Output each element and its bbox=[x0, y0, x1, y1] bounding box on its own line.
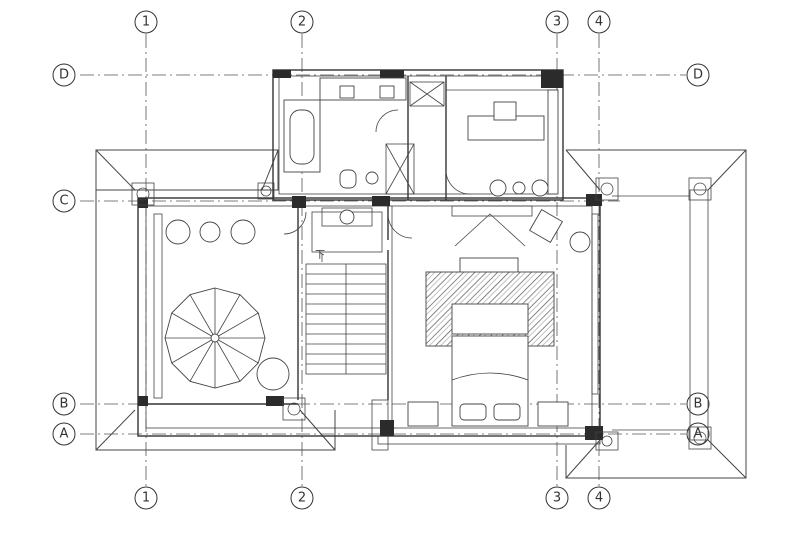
column bbox=[292, 196, 306, 208]
master-bedroom bbox=[407, 205, 599, 427]
axis-bubble-3-top: 3 bbox=[545, 10, 569, 34]
column-pads bbox=[131, 177, 712, 451]
axis-label-3-top: 3 bbox=[553, 15, 561, 30]
toilet bbox=[339, 169, 357, 189]
stair-door-swing bbox=[283, 211, 307, 235]
column bbox=[380, 70, 404, 78]
axis-label-4-bottom: 4 bbox=[595, 491, 603, 506]
stair-direction-label: 下 bbox=[315, 250, 325, 261]
axis-bubbles: 1 2 3 4 1 2 3 4 D C B A D B A bbox=[52, 10, 710, 510]
pillow bbox=[459, 403, 487, 421]
axis-bubble-d-right: D bbox=[686, 63, 710, 87]
nightstand bbox=[407, 401, 439, 427]
column bbox=[266, 396, 284, 406]
axis-label-d-right: D bbox=[693, 68, 703, 83]
side-table bbox=[569, 231, 591, 253]
nightstand bbox=[537, 401, 569, 427]
column bbox=[586, 194, 602, 206]
patio-umbrella bbox=[164, 287, 266, 389]
staircase: 下 bbox=[283, 211, 413, 375]
bathroom bbox=[283, 77, 415, 195]
axis-label-b-left: B bbox=[60, 397, 69, 412]
armchair bbox=[528, 208, 564, 244]
sofa bbox=[451, 303, 529, 335]
terrace-chair bbox=[230, 219, 256, 245]
column bbox=[372, 196, 390, 206]
umbrella-rib bbox=[214, 294, 241, 339]
column bbox=[585, 426, 603, 440]
umbrella-rib bbox=[171, 312, 216, 339]
side-cabinet bbox=[547, 89, 559, 195]
umbrella-rib bbox=[189, 294, 216, 339]
right-roof bbox=[565, 149, 747, 479]
umbrella-rib bbox=[214, 337, 241, 382]
axis-label-3-bottom: 3 bbox=[553, 491, 561, 506]
column bbox=[541, 70, 563, 88]
axis-label-a-left: A bbox=[60, 427, 69, 442]
grid-axes bbox=[80, 34, 686, 486]
floor-drain bbox=[365, 171, 379, 185]
axis-bubble-1-bottom: 1 bbox=[134, 486, 158, 510]
axis-label-d-left: D bbox=[59, 68, 69, 83]
study bbox=[467, 89, 559, 197]
terrace-chair bbox=[165, 219, 191, 245]
left-roof bbox=[95, 149, 336, 451]
pillow bbox=[493, 403, 521, 421]
columns bbox=[138, 70, 603, 440]
axis-bubble-2-top: 2 bbox=[290, 10, 314, 34]
corridor-planter bbox=[321, 207, 373, 227]
column bbox=[138, 198, 148, 208]
lounge-chair bbox=[489, 179, 507, 197]
axis-label-a-right: A bbox=[694, 427, 703, 442]
axis-label-4-top: 4 bbox=[595, 15, 603, 30]
axis-bubble-b-right: B bbox=[686, 392, 710, 416]
axis-label-2-top: 2 bbox=[298, 15, 306, 30]
axis-label-1-top: 1 bbox=[142, 15, 150, 30]
column bbox=[138, 396, 148, 406]
axis-label-2-bottom: 2 bbox=[298, 491, 306, 506]
column bbox=[273, 70, 291, 78]
axis-bubble-2-bottom: 2 bbox=[290, 486, 314, 510]
axis-label-c-left: C bbox=[59, 194, 68, 209]
axis-bubble-1-top: 1 bbox=[134, 10, 158, 34]
axis-bubble-3-bottom: 3 bbox=[545, 486, 569, 510]
axis-bubble-4-top: 4 bbox=[587, 10, 611, 34]
axis-bubble-4-bottom: 4 bbox=[587, 486, 611, 510]
axis-bubble-b-left: B bbox=[52, 392, 76, 416]
axis-bubble-d-left: D bbox=[52, 63, 76, 87]
axis-label-1-bottom: 1 bbox=[142, 491, 150, 506]
axis-bubble-a-right: A bbox=[686, 422, 710, 446]
bedroom-door-swing bbox=[387, 213, 413, 239]
umbrella-rib bbox=[189, 337, 216, 382]
umbrella-rib bbox=[171, 337, 216, 364]
column bbox=[380, 420, 394, 436]
bathroom-door-swing bbox=[375, 109, 399, 133]
desk-chair bbox=[493, 101, 517, 121]
shower-enclosure bbox=[385, 143, 415, 195]
side-table bbox=[512, 181, 526, 195]
umbrella-rib bbox=[214, 337, 259, 364]
desk bbox=[467, 115, 545, 141]
lounge-chair bbox=[256, 357, 290, 391]
closet-door-swing bbox=[445, 169, 471, 195]
terrace-table bbox=[199, 221, 221, 243]
sink bbox=[339, 85, 355, 99]
sink bbox=[379, 85, 395, 99]
axis-label-b-right: B bbox=[694, 397, 703, 412]
umbrella-rib bbox=[214, 312, 259, 339]
axis-bubble-c-left: C bbox=[52, 189, 76, 213]
tv-cabinet bbox=[451, 205, 533, 217]
axis-bubble-a-left: A bbox=[52, 422, 76, 446]
upper-corridor bbox=[409, 81, 471, 195]
terrace bbox=[153, 213, 290, 399]
lounge-chair bbox=[531, 179, 549, 197]
